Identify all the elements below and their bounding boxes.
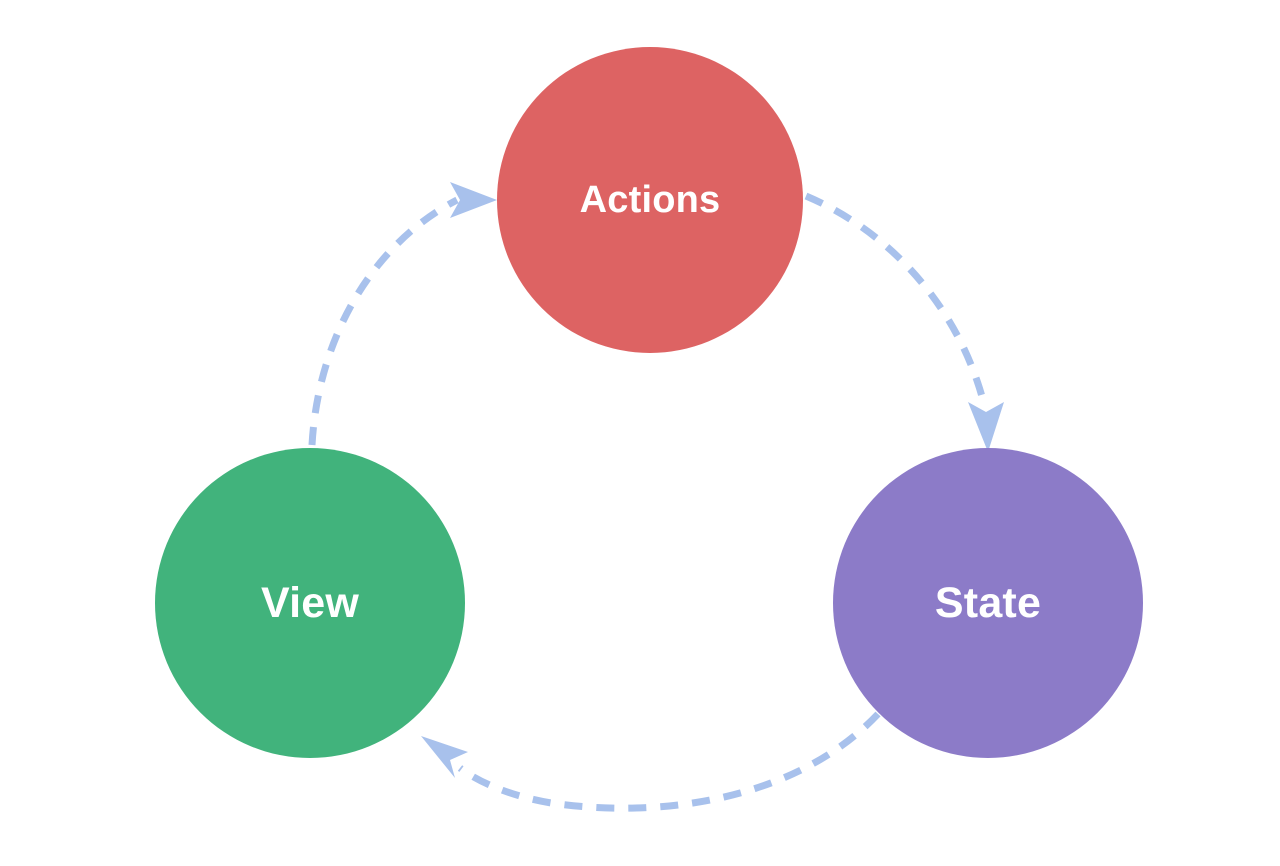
edge-state-to-view [421,711,881,812]
edge-view-to-actions-arrowhead [450,182,497,218]
edge-view-to-actions [308,182,497,446]
edge-state-to-view-path [457,711,881,812]
node-state[interactable]: State [833,448,1143,758]
node-view-label: View [260,578,359,627]
node-actions[interactable]: Actions [497,47,803,353]
edge-actions-to-state-path [804,192,988,405]
node-state-label: State [934,578,1042,627]
edge-actions-to-state-arrowhead [968,402,1004,452]
edge-actions-to-state [804,192,1004,452]
node-view[interactable]: View [155,448,465,758]
edge-state-to-view-arrowhead [421,736,468,778]
edge-view-to-actions-path [308,196,459,446]
node-actions-label: Actions [579,179,721,221]
